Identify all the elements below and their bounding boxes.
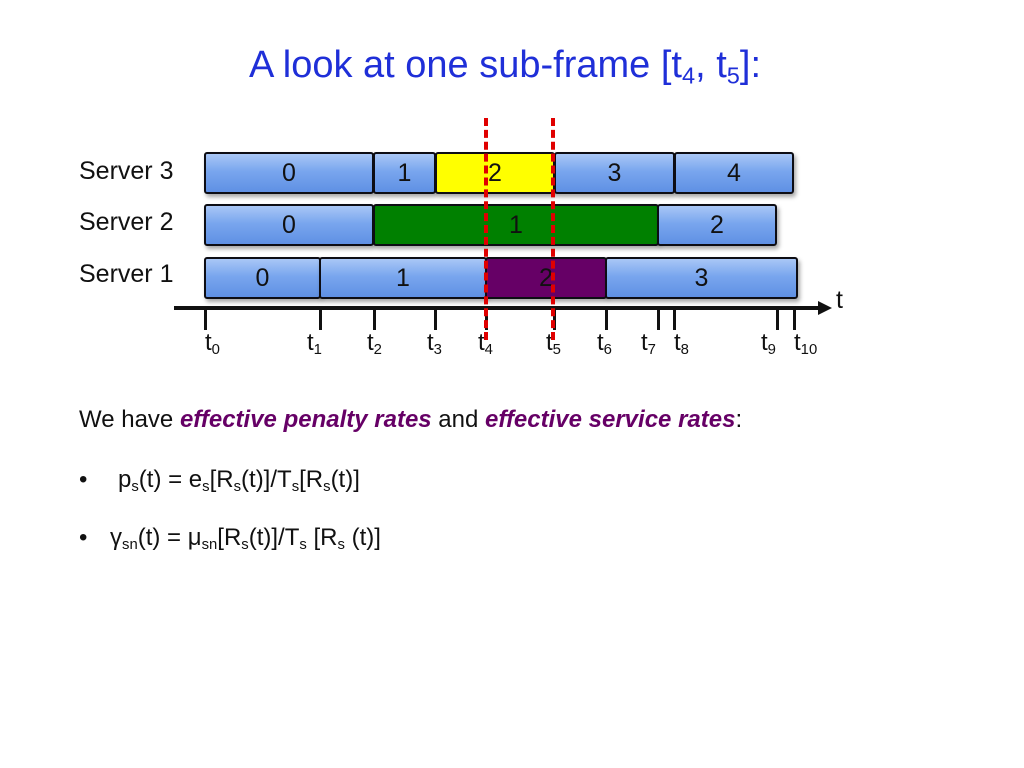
tick-label-t7: t7 [641, 329, 656, 359]
tick-label-t6: t6 [597, 329, 612, 359]
server-1-label: Server 1 [79, 260, 174, 288]
term-penalty-rates: effective penalty rates [179, 406, 432, 433]
server-3-frame-0: 0 [204, 152, 374, 194]
server-3-frame-3: 3 [554, 152, 675, 194]
formula-penalty-rate: ps(t) = es[Rs(t)]/Ts[Rs(t)] [118, 466, 360, 496]
server-3-frame-1: 1 [373, 152, 436, 194]
slide-title: A look at one sub-frame [t4, t5]: [248, 44, 762, 89]
server-1-frame-1: 1 [319, 257, 487, 299]
tick-mark [204, 308, 207, 330]
tick-mark [373, 308, 376, 330]
time-axis [174, 306, 820, 310]
tick-mark [657, 308, 660, 330]
subframe-start-marker [484, 118, 488, 340]
server-2-frame-0: 0 [204, 204, 374, 246]
server-3-frame-4: 4 [674, 152, 794, 194]
intro-text: We have effective penalty rates and effe… [79, 406, 743, 433]
tick-label-t0: t0 [205, 329, 220, 359]
server-1-frame-3: 3 [605, 257, 798, 299]
server-2-frame-1-highlighted: 1 [373, 204, 659, 246]
tick-label-t9: t9 [761, 329, 776, 359]
tick-label-t8: t8 [674, 329, 689, 359]
tick-mark [673, 308, 676, 330]
server-1-frame-0: 0 [204, 257, 321, 299]
bullet-icon: • [79, 524, 88, 551]
axis-label: t [836, 286, 843, 314]
formula-service-rate: γsn(t) = μsn[Rs(t)]/Ts [Rs (t)] [110, 524, 381, 554]
server-3-label: Server 3 [79, 157, 174, 185]
server-3-frame-2-highlighted: 2 [435, 152, 555, 194]
tick-mark [605, 308, 608, 330]
tick-label-t3: t3 [427, 329, 442, 359]
axis-arrow-icon [818, 301, 832, 315]
tick-label-t2: t2 [367, 329, 382, 359]
tick-label-t5: t5 [546, 329, 561, 359]
tick-mark [434, 308, 437, 330]
tick-label-t10: t10 [794, 329, 818, 359]
tick-mark [319, 308, 322, 330]
tick-label-t1: t1 [307, 329, 322, 359]
server-2-label: Server 2 [79, 208, 174, 236]
tick-label-t4: t4 [478, 329, 493, 359]
server-1-frame-2-highlighted: 2 [485, 257, 607, 299]
subframe-end-marker [551, 118, 555, 340]
server-2-frame-2: 2 [657, 204, 777, 246]
tick-mark [776, 308, 779, 330]
tick-mark [793, 308, 796, 330]
bullet-icon: • [79, 466, 88, 493]
term-service-rates: effective service rates [485, 406, 736, 433]
